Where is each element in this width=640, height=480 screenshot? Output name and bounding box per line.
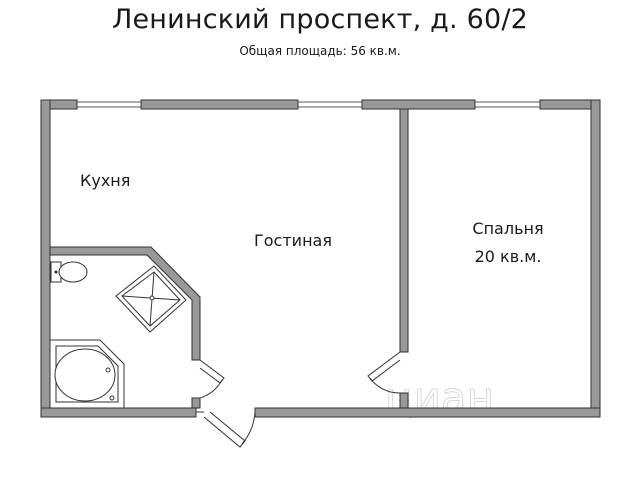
room-label-bedroom: Спальня <box>472 219 543 238</box>
room-label-living: Гостиная <box>254 231 332 250</box>
windows <box>77 101 540 108</box>
wall-left <box>40 99 51 418</box>
exterior-walls <box>40 99 601 418</box>
bathroom-door <box>199 359 225 399</box>
total-area-subtitle: Общая площадь: 56 кв.м. <box>239 44 401 58</box>
entrance-door <box>196 411 256 448</box>
room-area-bedroom: 20 кв.м. <box>475 247 542 266</box>
bathtub-icon <box>49 339 125 409</box>
room-label-kitchen: Кухня <box>80 171 130 190</box>
wall-bottom-left <box>40 407 197 418</box>
wall-segment <box>361 99 476 110</box>
page-title: Ленинский проспект, д. 60/2 <box>111 4 529 35</box>
wall-segment <box>140 99 299 110</box>
wall-bottom-right <box>254 407 601 418</box>
wall-right <box>590 99 601 418</box>
shower-icon <box>115 265 187 333</box>
bedroom-door <box>367 351 401 394</box>
interior-wall-bedroom <box>399 108 409 409</box>
toilet-icon <box>50 261 88 283</box>
bathroom-walls <box>49 246 201 409</box>
